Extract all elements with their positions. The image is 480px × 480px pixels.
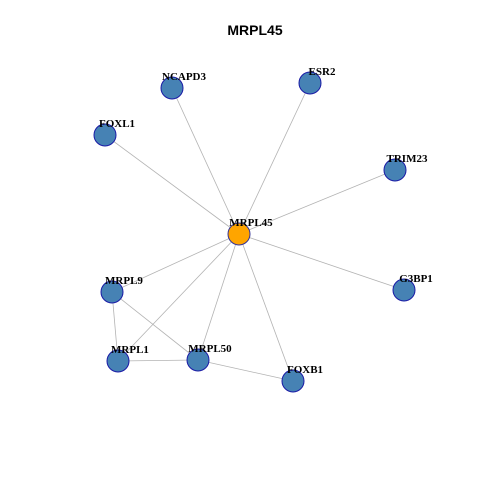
node-circle[interactable] xyxy=(298,71,322,95)
node-mrpl45[interactable]: MRPL45 xyxy=(227,217,273,246)
node-mrpl9[interactable]: MRPL9 xyxy=(100,275,143,304)
node-label: G3BP1 xyxy=(399,273,433,285)
edge-mrpl1-mrpl50 xyxy=(117,359,199,362)
node-g3bp1[interactable]: G3BP1 xyxy=(392,273,433,302)
edge-mrpl45-foxl1 xyxy=(104,134,240,235)
diagram-title: MRPL45 xyxy=(227,22,282,38)
node-foxb1[interactable]: FOXB1 xyxy=(281,364,323,393)
node-circle[interactable] xyxy=(392,278,416,302)
node-mrpl1[interactable]: MRPL1 xyxy=(106,344,149,373)
node-mrpl50[interactable]: MRPL50 xyxy=(186,343,232,372)
node-circle[interactable] xyxy=(383,158,407,182)
edge-mrpl45-esr2 xyxy=(238,82,311,235)
node-label: TRIM23 xyxy=(387,153,428,165)
edge-mrpl45-g3bp1 xyxy=(238,233,405,291)
node-label: MRPL9 xyxy=(105,275,143,287)
node-label: FOXL1 xyxy=(99,118,135,130)
node-ncapd3[interactable]: NCAPD3 xyxy=(160,71,206,100)
node-circle[interactable] xyxy=(106,349,130,373)
node-circle[interactable] xyxy=(160,76,184,100)
node-label: MRPL1 xyxy=(111,344,149,356)
node-label: MRPL45 xyxy=(229,217,273,229)
node-foxl1[interactable]: FOXL1 xyxy=(93,118,135,147)
edge-mrpl45-trim23 xyxy=(238,169,396,235)
edge-mrpl45-foxb1 xyxy=(238,233,294,382)
node-label: ESR2 xyxy=(309,66,336,78)
node-label: NCAPD3 xyxy=(162,71,206,83)
node-circle[interactable] xyxy=(227,222,251,246)
edge-mrpl45-mrpl9 xyxy=(111,233,240,293)
node-circle[interactable] xyxy=(93,123,117,147)
node-trim23[interactable]: TRIM23 xyxy=(383,153,428,182)
node-circle[interactable] xyxy=(186,348,210,372)
edge-mrpl9-mrpl50 xyxy=(111,291,199,361)
edge-mrpl45-mrpl1 xyxy=(117,233,240,362)
edge-mrpl45-ncapd3 xyxy=(171,87,240,235)
edge-mrpl45-mrpl50 xyxy=(197,233,240,361)
node-esr2[interactable]: ESR2 xyxy=(298,66,336,95)
edge-mrpl9-mrpl1 xyxy=(111,291,119,362)
node-label: FOXB1 xyxy=(287,364,323,376)
node-circle[interactable] xyxy=(100,280,124,304)
node-label: MRPL50 xyxy=(188,343,232,355)
edge-layer xyxy=(104,82,405,382)
node-circle[interactable] xyxy=(281,369,305,393)
edge-mrpl50-foxb1 xyxy=(197,359,294,382)
